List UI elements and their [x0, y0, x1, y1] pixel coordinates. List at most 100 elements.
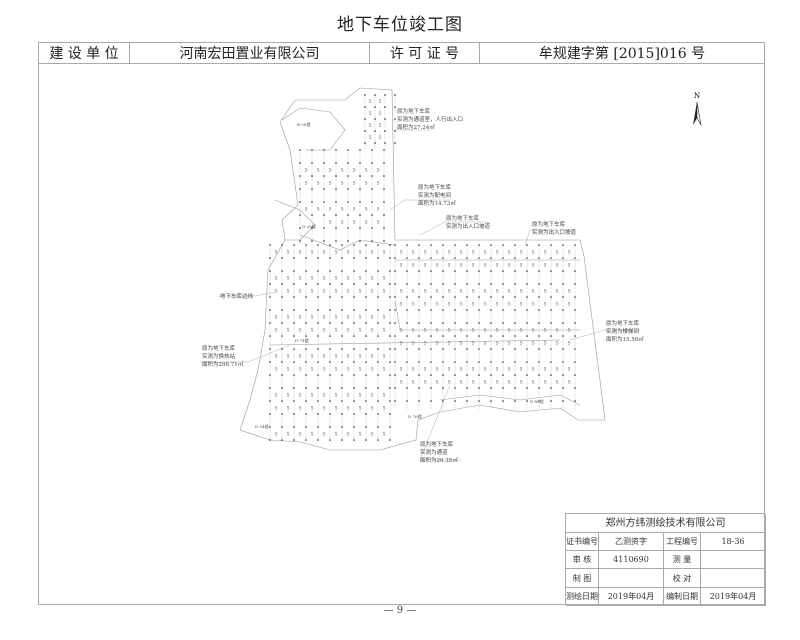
column-dot	[269, 335, 271, 337]
column-dot	[353, 296, 355, 298]
stall-number: 5	[383, 406, 386, 412]
stall-number: 5	[472, 380, 475, 386]
column-dot	[341, 361, 343, 363]
column-dot	[418, 296, 420, 298]
column-dot	[329, 426, 331, 428]
column-dot	[538, 309, 540, 311]
stall-number: 5	[424, 367, 427, 373]
column-dot	[383, 227, 385, 229]
stall-number: 5	[323, 367, 326, 373]
column-dot	[341, 322, 343, 324]
stall-number: 5	[311, 432, 314, 438]
stall-number: 5	[556, 380, 559, 386]
project-label: 工程编号	[664, 533, 701, 551]
column-dot	[335, 175, 337, 177]
drafting-label: 制 图	[566, 569, 599, 588]
column-dot	[293, 322, 295, 324]
building-label: D-80楼	[530, 398, 544, 404]
review-value	[599, 551, 664, 569]
column-dot	[490, 270, 492, 272]
column-dot	[293, 361, 295, 363]
stall-number: 5	[275, 367, 278, 373]
stall-number: 5	[371, 250, 374, 256]
column-dot	[365, 387, 367, 389]
column-dot	[478, 374, 480, 376]
column-dot	[317, 270, 319, 272]
stall-number: 5	[532, 263, 535, 269]
column-dot	[514, 361, 516, 363]
column-dot	[269, 374, 271, 376]
stall-number: 5	[472, 302, 475, 308]
column-dot	[526, 322, 528, 324]
column-dot	[389, 374, 391, 376]
column-dot	[323, 201, 325, 203]
stall-number: 5	[369, 111, 372, 117]
column-dot	[562, 257, 564, 259]
column-dot	[478, 387, 480, 389]
column-dot	[317, 400, 319, 402]
stall-number: 5	[299, 276, 302, 282]
stall-number: 5	[412, 263, 415, 269]
stall-number: 5	[335, 328, 338, 334]
column-dot	[305, 296, 307, 298]
stall-number: 5	[400, 367, 403, 373]
building-outline	[274, 199, 316, 241]
column-dot	[305, 322, 307, 324]
column-dot	[490, 387, 492, 389]
stall-number: 5	[371, 276, 374, 282]
column-dot	[406, 374, 408, 376]
column-dot	[305, 361, 307, 363]
column-dot	[365, 413, 367, 415]
column-dot	[514, 296, 516, 298]
column-dot	[323, 175, 325, 177]
column-dot	[550, 387, 552, 389]
stall-number: 5	[412, 341, 415, 347]
column-dot	[562, 387, 564, 389]
cert-value: 乙测资字4110690	[599, 533, 664, 564]
stall-number: 5	[448, 250, 451, 256]
column-dot	[377, 413, 379, 415]
column-dot	[323, 214, 325, 216]
column-dot	[347, 188, 349, 190]
page-number: — 9 —	[383, 605, 417, 616]
stall-number: 5	[520, 250, 523, 256]
column-dot	[317, 387, 319, 389]
column-dot	[377, 361, 379, 363]
column-dot	[490, 283, 492, 285]
column-dot	[341, 426, 343, 428]
stall-number: 5	[383, 276, 386, 282]
column-dot	[329, 413, 331, 415]
column-dot	[317, 296, 319, 298]
column-dot	[394, 387, 396, 389]
column-dot	[454, 283, 456, 285]
column-dot	[365, 296, 367, 298]
stall-number: 5	[323, 393, 326, 399]
column-dot	[323, 240, 325, 242]
stall-number: 5	[448, 380, 451, 386]
column-dot	[526, 296, 528, 298]
column-dot	[365, 348, 367, 350]
building-label: D-74楼	[295, 337, 309, 343]
stall-number: 5	[323, 250, 326, 256]
column-dot	[335, 240, 337, 242]
column-dot	[377, 400, 379, 402]
column-dot	[281, 374, 283, 376]
stall-number: 5	[335, 315, 338, 321]
column-dot	[394, 361, 396, 363]
column-dot	[293, 439, 295, 441]
stall-number: 5	[335, 432, 338, 438]
stall-number: 5	[311, 276, 314, 282]
column-dot	[394, 130, 396, 132]
stall-number: 5	[383, 393, 386, 399]
stall-number: 5	[556, 302, 559, 308]
stall-number: 5	[275, 250, 278, 256]
column-dot	[389, 413, 391, 415]
column-dot	[430, 374, 432, 376]
stall-number: 5	[508, 263, 511, 269]
column-dot	[353, 309, 355, 311]
stall-number: 5	[472, 263, 475, 269]
column-dot	[394, 244, 396, 246]
column-dot	[478, 361, 480, 363]
column-dot	[466, 322, 468, 324]
